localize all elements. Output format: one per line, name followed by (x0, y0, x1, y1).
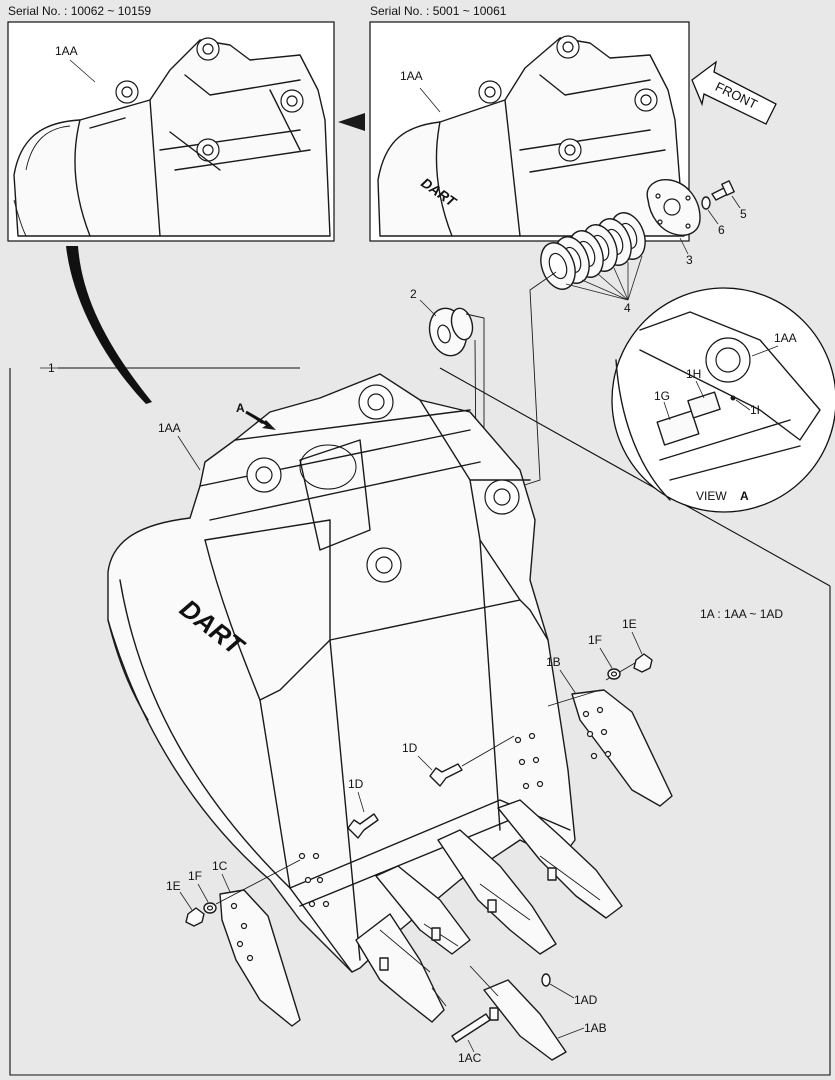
part-1AC-pin (451, 1013, 491, 1043)
label-1B: 1B (546, 655, 561, 669)
part-1E-nut-left (185, 907, 205, 927)
inset-right: Serial No. : 5001 ~ 10061 DART 1AA (369, 4, 690, 242)
label-4: 4 (624, 301, 631, 315)
part-5-bolt (711, 180, 735, 201)
inset-pointer-arrow (338, 113, 365, 131)
tooth-2 (375, 865, 471, 955)
part-1AD-lock (541, 973, 551, 987)
part-3-plate (646, 179, 701, 236)
label-1I: 1I (750, 403, 760, 417)
serial-right-label: Serial No. : 5001 ~ 10061 (370, 4, 507, 18)
label-6: 6 (718, 223, 725, 237)
arrow-label-a: A (236, 401, 245, 415)
part-1F-washer-right (607, 668, 621, 680)
part-1C-side-cutter (219, 889, 301, 1027)
label-1D-lower: 1D (348, 777, 364, 791)
label-1AA-inset-right: 1AA (400, 69, 423, 83)
part-1B-side-cutter (571, 689, 673, 807)
label-1E-left: 1E (166, 879, 181, 893)
label-1F-right: 1F (588, 633, 602, 647)
view-letter: A (740, 489, 749, 503)
range-note: 1A : 1AA ~ 1AD (700, 607, 783, 621)
part-1D-bolt-lower (347, 813, 379, 839)
label-1F-left: 1F (188, 869, 202, 883)
label-1C: 1C (212, 859, 228, 873)
label-2: 2 (410, 287, 417, 301)
label-1AA-view: 1AA (774, 331, 797, 345)
serial-left-label: Serial No. : 10062 ~ 10159 (8, 4, 151, 18)
front-arrow: FRONT (691, 60, 777, 125)
label-1AD: 1AD (574, 993, 598, 1007)
label-1G: 1G (654, 389, 670, 403)
part-2-bushing (428, 307, 474, 357)
curved-pointer (66, 246, 152, 404)
inset-right-bucket: DART (377, 35, 685, 237)
label-1AC: 1AC (458, 1051, 482, 1065)
part-1D-bolt-upper (429, 763, 463, 787)
part-1F-washer-left (203, 902, 217, 914)
inset-left-bucket (13, 37, 331, 237)
teeth (355, 799, 623, 1023)
inset-left: Serial No. : 10062 ~ 10159 1AA (7, 4, 335, 242)
main-frame (9, 367, 831, 1076)
rivet-1I (730, 395, 736, 401)
label-3: 3 (686, 253, 693, 267)
view-label: VIEW (696, 489, 727, 503)
label-1AA-main: 1AA (158, 421, 181, 435)
label-1D-upper: 1D (402, 741, 418, 755)
label-1E-right: 1E (622, 617, 637, 631)
part-1AB-tooth (483, 979, 567, 1061)
part-4-shims (540, 212, 646, 290)
plate-1H (687, 391, 721, 419)
part-1E-nut-right (633, 653, 653, 673)
tooth-1 (355, 913, 445, 1023)
view-a-detail (611, 287, 835, 513)
plate-1G (656, 410, 700, 446)
view-a-arrow (245, 410, 276, 430)
label-1H: 1H (686, 367, 701, 381)
label-1AA-inset-left: 1AA (55, 44, 78, 58)
part-6-washer (701, 196, 711, 210)
label-5: 5 (740, 207, 747, 221)
main-bucket: DART (107, 373, 576, 973)
label-1AB: 1AB (584, 1021, 607, 1035)
